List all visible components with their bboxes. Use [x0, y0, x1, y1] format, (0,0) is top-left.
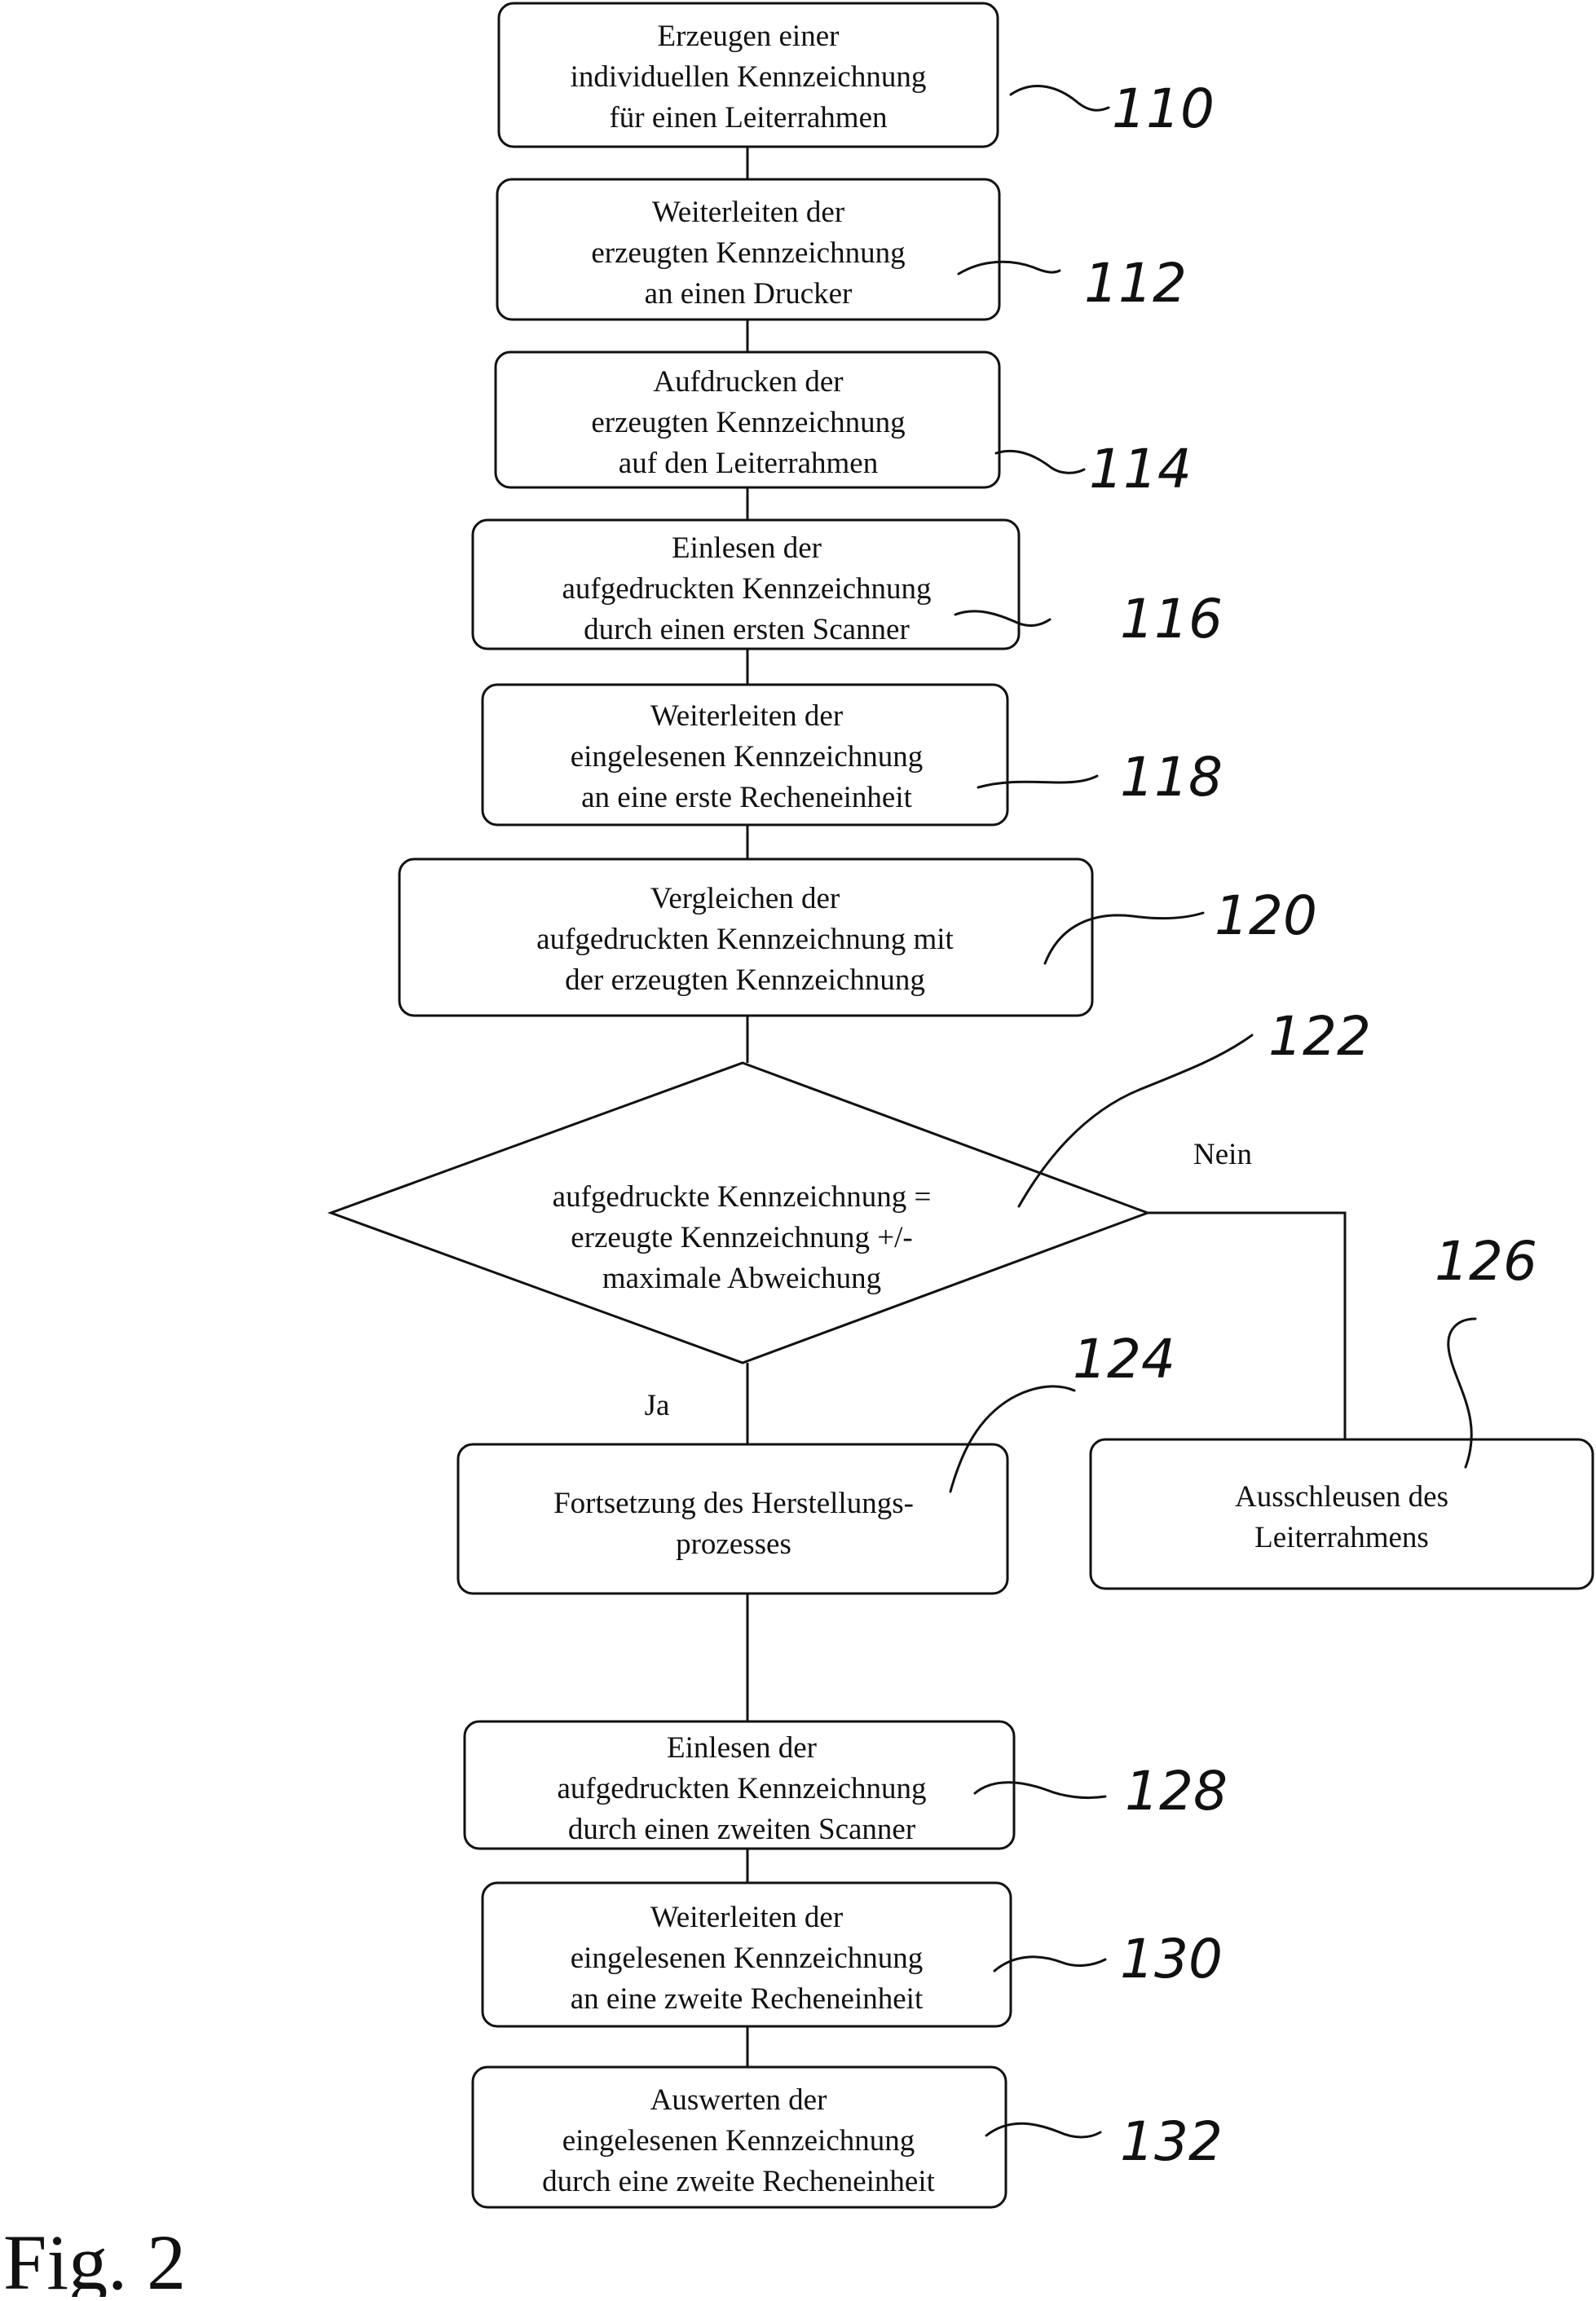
- step-text-line: Auswerten der: [650, 2083, 827, 2117]
- step-text-line: individuellen Kennzeichnung: [571, 60, 927, 94]
- step-text-line: durch eine zweite Recheneinheit: [542, 2165, 936, 2198]
- decision-122: aufgedruckte Kennzeichnung = erzeugte Ke…: [331, 1063, 1148, 1363]
- step-132: Auswerten der eingelesenen Kennzeichnung…: [473, 2067, 1006, 2207]
- step-text-line: Erzeugen einer: [658, 20, 840, 53]
- step-text-line: auf den Leiterrahmen: [619, 447, 878, 480]
- step-130: Weiterleiten der eingelesenen Kennzeichn…: [483, 1883, 1011, 2026]
- ref-label-130: 130: [1120, 1928, 1223, 1990]
- step-120: Vergleichen der aufgedruckten Kennzeichn…: [399, 859, 1092, 1016]
- decision-text-line: erzeugte Kennzeichnung +/-: [571, 1221, 912, 1254]
- leader-110: [1011, 86, 1109, 111]
- step-124: Fortsetzung des Herstellungs- prozesses: [458, 1444, 1007, 1594]
- step-112: Weiterleiten der erzeugten Kennzeichnung…: [497, 179, 999, 320]
- step-text-line: Ausschleusen des: [1235, 1480, 1448, 1514]
- step-128: Einlesen der aufgedruckten Kennzeichnung…: [465, 1721, 1014, 1849]
- step-text-line: Einlesen der: [667, 1731, 817, 1765]
- ref-label-118: 118: [1120, 746, 1223, 809]
- step-text-line: prozesses: [676, 1527, 791, 1561]
- step-126: Ausschleusen des Leiterrahmens: [1091, 1439, 1593, 1589]
- ref-label-120: 120: [1215, 884, 1317, 947]
- step-110: Erzeugen einer individuellen Kennzeichnu…: [499, 3, 998, 147]
- step-text-line: Leiterrahmens: [1254, 1521, 1429, 1554]
- step-text-line: eingelesenen Kennzeichnung: [562, 2124, 915, 2158]
- step-text-line: Aufdrucken der: [653, 365, 843, 399]
- step-text-line: eingelesenen Kennzeichnung: [571, 1942, 924, 1975]
- ref-label-126: 126: [1435, 1230, 1537, 1293]
- step-text-line: erzeugten Kennzeichnung: [591, 406, 905, 439]
- step-text-line: der erzeugten Kennzeichnung: [565, 963, 925, 997]
- step-text-line: an eine zweite Recheneinheit: [571, 1982, 924, 2016]
- leader-114: [996, 451, 1084, 473]
- step-text-line: erzeugten Kennzeichnung: [591, 236, 905, 270]
- connector-122-126: [1148, 1213, 1345, 1439]
- step-text-line: Vergleichen der: [650, 882, 840, 915]
- decision-text-line: maximale Abweichung: [602, 1262, 881, 1295]
- step-text-line: Weiterleiten der: [652, 196, 844, 229]
- step-box: [1091, 1439, 1593, 1589]
- ref-label-128: 128: [1125, 1760, 1228, 1823]
- step-text-line: durch einen ersten Scanner: [584, 613, 910, 646]
- decision-text-line: aufgedruckte Kennzeichnung =: [553, 1180, 932, 1214]
- step-118: Weiterleiten der eingelesenen Kennzeichn…: [483, 685, 1007, 825]
- step-text-line: Weiterleiten der: [650, 1901, 843, 1934]
- ref-label-132: 132: [1120, 2110, 1223, 2173]
- step-text-line: Fortsetzung des Herstellungs-: [553, 1487, 914, 1520]
- step-text-line: an eine erste Recheneinheit: [581, 781, 912, 814]
- ref-label-116: 116: [1120, 588, 1223, 650]
- step-text-line: für einen Leiterrahmen: [609, 101, 887, 134]
- ref-label-110: 110: [1112, 77, 1215, 140]
- step-text-line: an einen Drucker: [645, 277, 853, 311]
- step-text-line: aufgedruckten Kennzeichnung mit: [536, 923, 954, 956]
- step-text-line: eingelesenen Kennzeichnung: [571, 740, 924, 774]
- ref-label-124: 124: [1073, 1328, 1175, 1391]
- yes-branch-label: Ja: [645, 1389, 670, 1422]
- no-branch-label: Nein: [1193, 1138, 1252, 1171]
- step-114: Aufdrucken der erzeugten Kennzeichnung a…: [496, 352, 999, 487]
- leader-curves: [950, 86, 1475, 2137]
- ref-label-114: 114: [1089, 438, 1192, 500]
- ref-label-112: 112: [1084, 252, 1187, 315]
- figure-label: Fig. 2: [3, 2219, 186, 2297]
- step-text-line: Weiterleiten der: [650, 699, 843, 733]
- ref-label-122: 122: [1268, 1005, 1371, 1068]
- step-116: Einlesen der aufgedruckten Kennzeichnung…: [473, 520, 1019, 649]
- step-text-line: durch einen zweiten Scanner: [568, 1813, 915, 1846]
- step-text-line: aufgedruckten Kennzeichnung: [557, 1772, 926, 1805]
- step-text-line: Einlesen der: [672, 531, 822, 565]
- step-text-line: aufgedruckten Kennzeichnung: [562, 572, 931, 606]
